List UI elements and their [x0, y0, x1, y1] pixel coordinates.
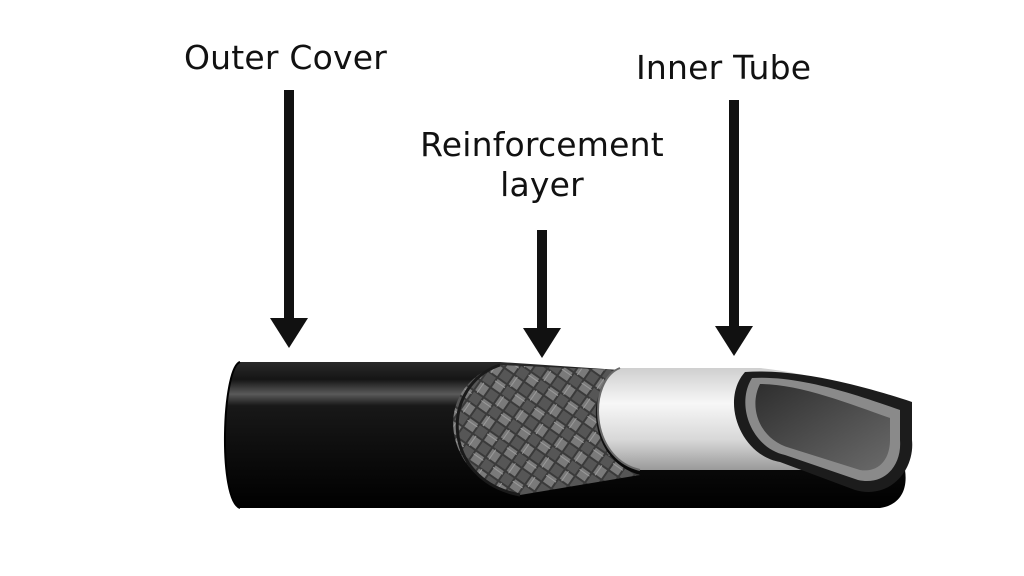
reinforcement-arrow [523, 230, 561, 358]
reinforcement-label-line1: Reinforcement [420, 125, 664, 164]
inner-tube-arrow [715, 100, 753, 356]
inner-tube-label: Inner Tube [636, 48, 812, 87]
reinforcement-layer-label: Reinforcement layer [400, 125, 684, 204]
outer-cover-label: Outer Cover [184, 38, 388, 77]
hose-bore [733, 371, 913, 492]
reinforcement-label-line2: layer [500, 164, 584, 204]
outer-cover-arrow [270, 90, 308, 348]
